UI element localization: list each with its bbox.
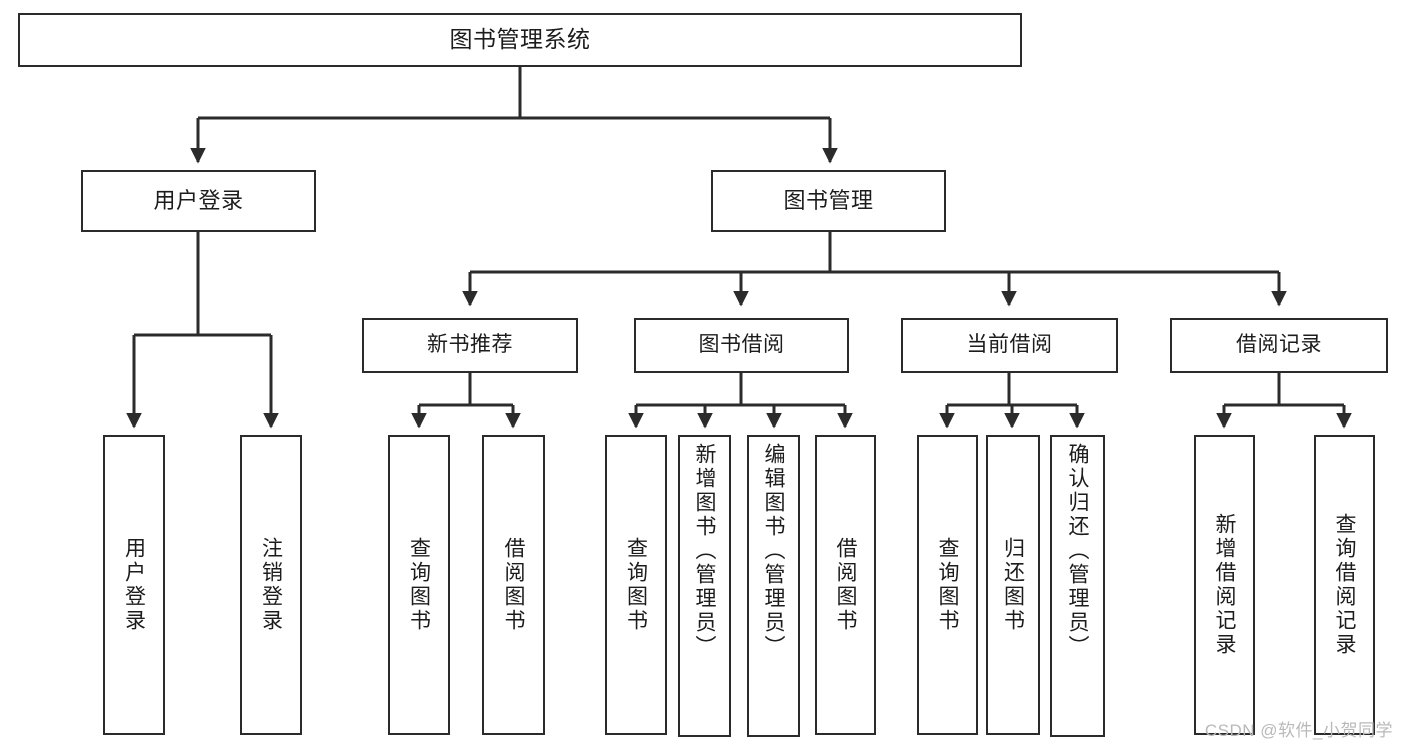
node-current-borrow[interactable]: 当前借阅 xyxy=(901,318,1118,373)
node-user-login[interactable]: 用户登录 xyxy=(81,170,316,232)
node-leaf-confirm-return[interactable]: 确认归还（管理员） xyxy=(1050,435,1105,737)
node-leaf-confirm-return-label: 确认归还（管理员） xyxy=(1066,443,1089,659)
node-root[interactable]: 图书管理系统 xyxy=(18,13,1022,67)
node-leaf-query-borrow-record-label: 查询借阅记录 xyxy=(1333,513,1356,657)
node-borrow-record-label: 借阅记录 xyxy=(1236,333,1322,357)
node-leaf-query-borrow-record[interactable]: 查询借阅记录 xyxy=(1314,435,1375,735)
node-leaf-borrow-book-2[interactable]: 借阅图书 xyxy=(815,435,876,735)
node-current-borrow-label: 当前借阅 xyxy=(966,333,1053,357)
node-leaf-query-book-3[interactable]: 查询图书 xyxy=(917,435,978,735)
node-leaf-edit-book-label: 编辑图书（管理员） xyxy=(762,443,785,659)
node-leaf-return-book[interactable]: 归还图书 xyxy=(986,435,1040,735)
node-leaf-query-book-3-label: 查询图书 xyxy=(936,537,959,633)
node-leaf-borrow-book-1-label: 借阅图书 xyxy=(502,537,525,633)
node-borrow-record[interactable]: 借阅记录 xyxy=(1170,318,1388,373)
node-book-manage[interactable]: 图书管理 xyxy=(711,170,946,232)
node-leaf-query-book-1-label: 查询图书 xyxy=(407,537,431,633)
node-leaf-add-book[interactable]: 新增图书（管理员） xyxy=(678,435,731,737)
csdn-watermark: CSDN @软件_小贺同学 xyxy=(1204,721,1393,740)
node-new-book-recommend-label: 新书推荐 xyxy=(427,333,513,357)
node-leaf-user-login-label: 用户登录 xyxy=(122,537,146,633)
node-leaf-borrow-book-2-label: 借阅图书 xyxy=(834,537,857,633)
node-leaf-add-borrow-record[interactable]: 新增借阅记录 xyxy=(1194,435,1255,735)
node-leaf-query-book-1[interactable]: 查询图书 xyxy=(388,435,450,735)
node-leaf-user-login[interactable]: 用户登录 xyxy=(103,435,165,735)
node-leaf-logout-login[interactable]: 注销登录 xyxy=(240,435,302,735)
node-leaf-return-book-label: 归还图书 xyxy=(1001,537,1025,633)
node-leaf-query-book-2[interactable]: 查询图书 xyxy=(605,435,667,735)
node-root-label: 图书管理系统 xyxy=(449,26,591,53)
node-book-manage-label: 图书管理 xyxy=(783,188,874,214)
node-leaf-logout-login-label: 注销登录 xyxy=(259,537,283,633)
node-leaf-edit-book[interactable]: 编辑图书（管理员） xyxy=(747,435,800,737)
node-leaf-borrow-book-1[interactable]: 借阅图书 xyxy=(482,435,545,735)
node-new-book-recommend[interactable]: 新书推荐 xyxy=(362,318,578,373)
node-leaf-query-book-2-label: 查询图书 xyxy=(624,537,648,633)
node-book-borrow-label: 图书借阅 xyxy=(698,333,785,357)
node-leaf-add-book-label: 新增图书（管理员） xyxy=(693,443,716,659)
node-user-login-label: 用户登录 xyxy=(153,188,244,214)
node-book-borrow[interactable]: 图书借阅 xyxy=(634,318,849,373)
node-leaf-add-borrow-record-label: 新增借阅记录 xyxy=(1213,513,1236,657)
